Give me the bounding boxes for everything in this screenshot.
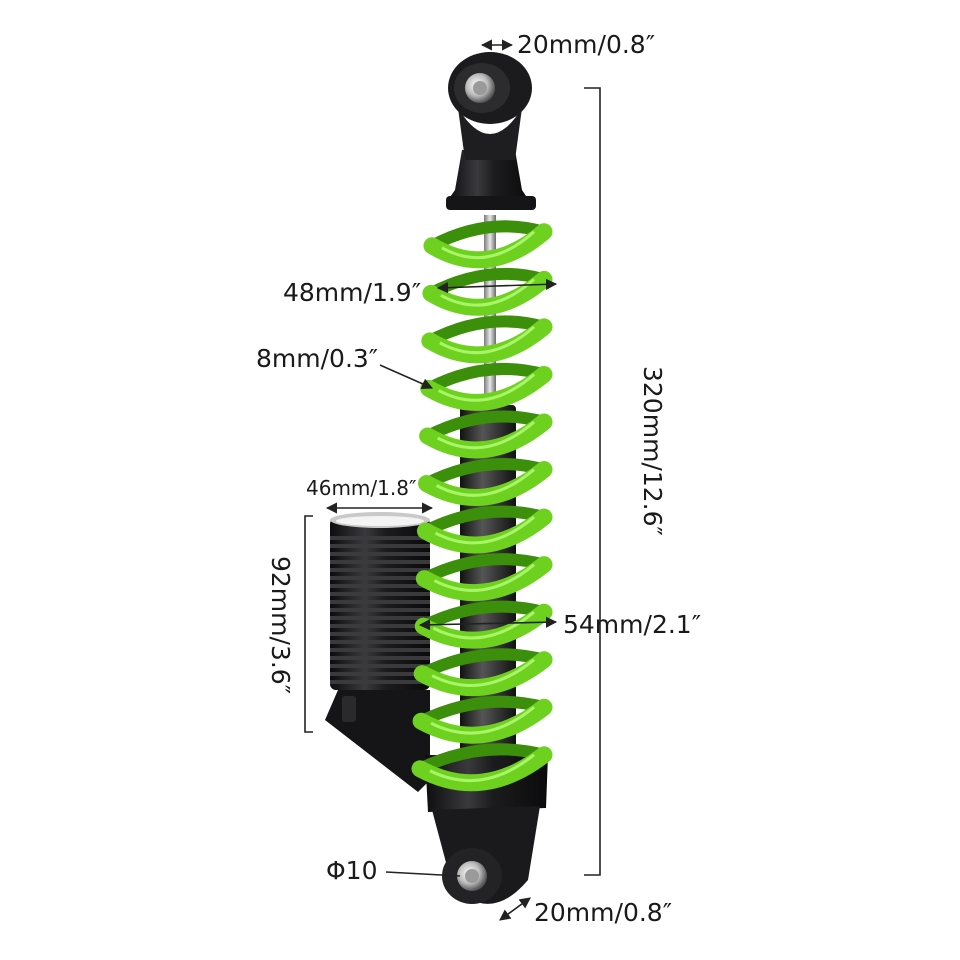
spring-coil-back bbox=[415, 695, 550, 728]
reservoir-rib bbox=[330, 656, 430, 660]
spring-highlight bbox=[434, 515, 535, 545]
spring-coil-back bbox=[420, 458, 550, 490]
spring-highlight bbox=[430, 706, 535, 735]
spring-coil bbox=[418, 461, 553, 506]
reservoir-rib bbox=[330, 592, 430, 596]
wire-thickness-label: 8mm/0.3″ bbox=[256, 344, 379, 373]
spring-highlight bbox=[438, 373, 535, 402]
reservoir-rib bbox=[330, 600, 430, 604]
spring-highlight bbox=[431, 658, 535, 687]
spring-coil-back bbox=[421, 410, 550, 442]
reservoir-rib bbox=[330, 672, 430, 676]
reservoir-rib bbox=[330, 648, 430, 652]
reservoir-rib bbox=[330, 560, 430, 564]
reservoir-rib bbox=[330, 536, 430, 540]
spring-highlight bbox=[429, 753, 535, 783]
spring-diameter-label: 48mm/1.9″ bbox=[283, 278, 422, 307]
spring-coil bbox=[416, 508, 553, 554]
spring-highlight bbox=[441, 230, 536, 260]
spring-coil-back bbox=[414, 743, 550, 775]
bottom-eye-width-label: 20mm/0.8″ bbox=[534, 898, 673, 927]
spring-bottom-arrow-icon bbox=[418, 616, 558, 631]
spring-highlight bbox=[436, 420, 535, 450]
reservoir-rib bbox=[330, 616, 430, 620]
spring-coil bbox=[420, 365, 553, 411]
spring-coil-back bbox=[419, 505, 550, 538]
reservoir-rib bbox=[330, 624, 430, 628]
reservoir-rib bbox=[330, 576, 430, 580]
reservoir-rib bbox=[330, 544, 430, 548]
spring-highlight bbox=[439, 325, 535, 355]
reservoir-rib bbox=[330, 680, 430, 684]
reservoir-canister bbox=[325, 512, 430, 792]
reservoir-rib bbox=[330, 632, 430, 636]
reservoir-height-label: 92mm/3.6″ bbox=[266, 556, 295, 695]
reservoir-rib bbox=[330, 664, 430, 668]
reservoir-rib bbox=[330, 608, 430, 612]
spring-coil-back bbox=[418, 553, 550, 585]
top-eye-width-label: 20mm/0.8″ bbox=[517, 30, 656, 59]
spring-coil-back bbox=[423, 315, 550, 347]
reservoir-ribs bbox=[330, 536, 430, 684]
bolt-leader-line bbox=[385, 871, 461, 877]
reservoir-rib bbox=[330, 640, 430, 644]
bolt-hole-label: Φ10 bbox=[326, 856, 378, 885]
spring-diameter-arrow-icon bbox=[436, 278, 558, 294]
spring-coil-back bbox=[426, 220, 550, 252]
dimension-lines bbox=[304, 39, 601, 921]
total-length-bracket-icon bbox=[584, 87, 601, 876]
total-length-label: 320mm/12.6″ bbox=[638, 366, 667, 536]
reservoir-height-bracket-icon bbox=[304, 515, 313, 733]
spring-highlight bbox=[435, 468, 535, 497]
spring-coil-back bbox=[416, 648, 550, 680]
wire-arrow-icon bbox=[379, 364, 434, 390]
reservoir-width-label: 46mm/1.8″ bbox=[306, 476, 417, 500]
reservoir-rib bbox=[330, 552, 430, 556]
top-mount-eye bbox=[446, 52, 536, 210]
spring-coil bbox=[415, 556, 553, 602]
spring-coil bbox=[419, 413, 553, 459]
spring-coil bbox=[411, 746, 553, 792]
coil-spring bbox=[411, 220, 553, 792]
spring-highlight bbox=[433, 563, 535, 592]
bottom-eye-arrow-icon bbox=[499, 897, 531, 921]
spring-coil bbox=[423, 223, 553, 269]
spring-coil-back bbox=[422, 362, 550, 395]
spring-coil bbox=[413, 651, 553, 697]
spring-coil bbox=[412, 698, 553, 744]
reservoir-rib bbox=[330, 568, 430, 572]
reservoir-rib bbox=[330, 584, 430, 588]
spring-bottom-diameter-label: 54mm/2.1″ bbox=[563, 610, 702, 639]
spring-coil bbox=[421, 318, 553, 364]
